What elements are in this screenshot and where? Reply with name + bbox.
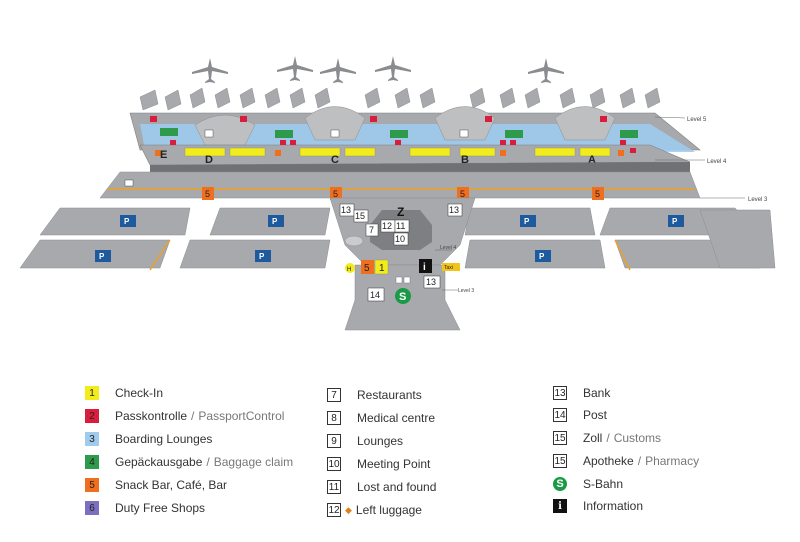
legend-item-boarding-lounges: 3 Boarding Lounges: [85, 430, 212, 448]
lounge-icon: 9: [327, 434, 341, 448]
information-icon: [419, 259, 432, 273]
level-5-facilities: [150, 116, 638, 138]
departure-road: [99, 171, 701, 199]
medical-icon: 8: [327, 411, 341, 425]
legend-item-meeting-point: 10 Meeting Point: [327, 457, 431, 471]
legend-item-snack-bar: 5 Snack Bar, Café, Bar: [85, 476, 227, 494]
snack-bars-level-3: 5 5 5 5: [202, 187, 604, 200]
airplane-icons: [192, 56, 564, 83]
legend-item-bank: 13 Bank: [553, 386, 611, 400]
taxi-sign: Taxi: [444, 265, 453, 271]
terminal-a-label: A: [588, 154, 596, 166]
restaurant-icon: 7: [327, 388, 341, 402]
baggage-claim-icon: 4: [85, 455, 99, 469]
svg-text:7: 7: [369, 225, 374, 235]
lost-found-icon: 11: [327, 480, 341, 494]
svg-text:13: 13: [426, 277, 436, 287]
map-legend: 1 Check-In 2 Passkontrolle / PassportCon…: [0, 380, 800, 542]
check-in-icon: 1: [85, 386, 99, 400]
parking-signs: P P P P P P P: [95, 215, 684, 262]
svg-text:1: 1: [379, 263, 385, 274]
legend-item-pharmacy: 15 Apotheke / Pharmacy: [553, 454, 700, 468]
svg-text:i: i: [423, 262, 426, 273]
s-bahn-icon: [395, 288, 411, 304]
information-icon: i: [553, 499, 567, 513]
central-zone-label: Z: [397, 205, 404, 219]
gate-fingers: [139, 87, 661, 111]
terminal-b-label: B: [461, 154, 469, 166]
level-label: Level 4: [440, 245, 456, 251]
svg-text:5: 5: [333, 189, 338, 199]
legend-item-check-in: 1 Check-In: [85, 384, 163, 402]
diamond-icon: ◆: [345, 504, 352, 515]
passport-control-points: [170, 140, 636, 153]
bank-icon: 13: [553, 386, 567, 400]
svg-text:5: 5: [460, 189, 465, 199]
airplane-icon: [528, 58, 564, 83]
svg-text:P: P: [124, 217, 130, 226]
left-luggage-icon: 12: [327, 503, 341, 517]
svg-text:P: P: [259, 252, 265, 261]
boarding-lounge-icon: 3: [85, 432, 99, 446]
svg-text:15: 15: [355, 211, 365, 221]
terminal-level-3: [150, 162, 690, 180]
svg-text:13: 13: [341, 205, 351, 215]
legend-item-restaurants: 7 Restaurants: [327, 386, 422, 404]
pharmacy-icon: 15: [553, 454, 567, 468]
level-label: Level 4: [707, 159, 727, 165]
svg-text:10: 10: [395, 234, 405, 244]
legend-item-customs: 15 Zoll / Customs: [553, 431, 662, 445]
svg-text:P: P: [524, 217, 530, 226]
terminal-d-label: D: [205, 154, 213, 166]
legend-item-lost-and-found: 11 Lost and found: [327, 480, 437, 494]
svg-text:12: 12: [382, 221, 392, 231]
pier-domes: [194, 106, 616, 146]
svg-text:P: P: [99, 252, 105, 261]
level-label: Level 3: [748, 197, 768, 203]
svg-text:S: S: [399, 291, 406, 303]
svg-text:P: P: [539, 252, 545, 261]
svg-text:5: 5: [205, 189, 210, 199]
legend-item-s-bahn: S S-Bahn: [553, 475, 623, 493]
legend-item-passport-control: 2 Passkontrolle / PassportControl: [85, 407, 284, 425]
legend-item-post: 14 Post: [553, 408, 608, 422]
svg-text:P: P: [272, 217, 278, 226]
legend-item-duty-free: 6 Duty Free Shops: [85, 499, 205, 517]
airport-map: Level 5: [19, 56, 776, 331]
lower-facilities: H 5 1 i Taxi 13 14 S: [345, 259, 460, 304]
central-facilities: 13 15 12 11 7 10 13: [339, 203, 463, 246]
passport-control-icon: 2: [85, 409, 99, 423]
svg-text:13: 13: [449, 205, 459, 215]
terminal-letters: A B C D E: [160, 149, 596, 166]
s-bahn-icon: S: [553, 477, 567, 491]
svg-text:5: 5: [364, 263, 370, 274]
legend-item-medical-centre: 8 Medical centre: [327, 409, 435, 427]
airplane-icon: [375, 56, 411, 81]
svg-text:11: 11: [396, 221, 405, 231]
legend-item-baggage-claim: 4 Gepäckausgabe / Baggage claim: [85, 453, 293, 471]
terminal-e-label: E: [160, 149, 167, 161]
customs-icon: 15: [553, 431, 567, 445]
snack-bars-level-4: [155, 150, 624, 156]
svg-text:P: P: [672, 217, 678, 226]
legend-item-left-luggage: 12 ◆ Left luggage: [327, 503, 422, 517]
duty-free-icon: 6: [85, 501, 99, 515]
snack-bar-icon: 5: [85, 478, 99, 492]
level-label: Level 5: [687, 117, 707, 123]
airplane-icon: [320, 58, 356, 83]
post-icon: 14: [553, 408, 567, 422]
svg-text:14: 14: [370, 290, 380, 300]
legend-item-lounges: 9 Lounges: [327, 432, 403, 450]
legend-item-information: i Information: [553, 497, 643, 515]
meeting-point-icon: 10: [327, 457, 341, 471]
terminal-c-label: C: [331, 154, 339, 166]
svg-text:5: 5: [595, 189, 600, 199]
level-label: Level 3: [458, 288, 474, 294]
airplane-icon: [277, 56, 313, 81]
check-in-desks: [184, 147, 611, 157]
airplane-icon: [192, 58, 228, 83]
h-icon: H: [347, 267, 351, 273]
